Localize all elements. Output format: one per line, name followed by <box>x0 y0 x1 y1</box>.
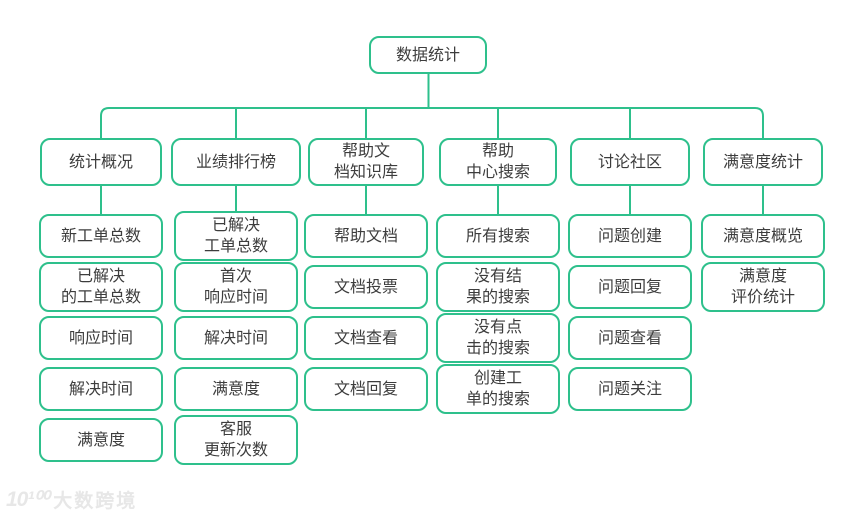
tree-node: 文档查看 <box>304 316 428 360</box>
tree-node: 问题关注 <box>568 367 692 411</box>
branch-node-help-search: 帮助 中心搜索 <box>439 138 557 186</box>
tree-node: 新工单总数 <box>39 214 163 258</box>
tree-node: 帮助文档 <box>304 214 428 258</box>
watermark-brand-text: 大数跨境 <box>53 491 138 512</box>
tree-node: 满意度概览 <box>701 214 825 258</box>
tree-node: 首次 响应时间 <box>174 262 298 312</box>
tree-node: 文档回复 <box>304 367 428 411</box>
watermark-logo-icon: 10¹⁰⁰ <box>6 488 49 511</box>
tree-node: 问题回复 <box>568 265 692 309</box>
tree-node: 问题查看 <box>568 316 692 360</box>
tree-node: 解决时间 <box>39 367 163 411</box>
tree-node: 客服 更新次数 <box>174 415 298 465</box>
tree-node: 已解决 工单总数 <box>174 211 298 261</box>
tree-root-node: 数据统计 <box>369 36 487 74</box>
tree-node: 满意度 评价统计 <box>701 262 825 312</box>
tree-node: 问题创建 <box>568 214 692 258</box>
branch-node-overview: 统计概况 <box>40 138 162 186</box>
tree-node: 所有搜索 <box>436 214 560 258</box>
connector-line <box>100 107 764 140</box>
tree-node: 满意度 <box>174 367 298 411</box>
tree-node: 响应时间 <box>39 316 163 360</box>
branch-node-knowledge-base: 帮助文 档知识库 <box>308 138 424 186</box>
tree-node: 满意度 <box>39 418 163 462</box>
tree-node: 已解决 的工单总数 <box>39 262 163 312</box>
tree-node: 创建工 单的搜索 <box>436 364 560 414</box>
branch-node-ranking: 业绩排行榜 <box>171 138 301 186</box>
watermark: 10¹⁰⁰ 大数跨境 <box>6 486 137 513</box>
branch-node-community: 讨论社区 <box>570 138 690 186</box>
branch-node-satisfaction: 满意度统计 <box>703 138 823 186</box>
tree-node: 文档投票 <box>304 265 428 309</box>
tree-node: 没有点 击的搜索 <box>436 313 560 363</box>
tree-node: 没有结 果的搜索 <box>436 262 560 312</box>
tree-node: 解决时间 <box>174 316 298 360</box>
